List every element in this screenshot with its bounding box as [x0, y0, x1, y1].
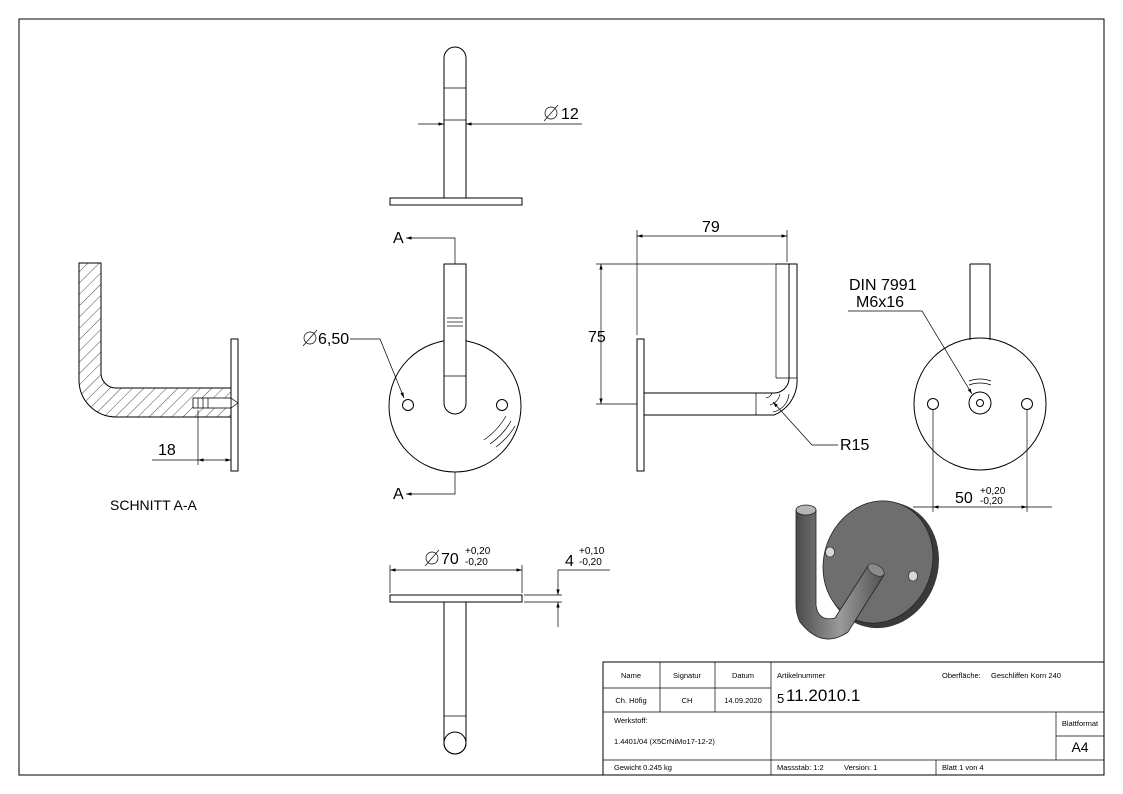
dim-18: 18	[158, 442, 176, 459]
dim-50-tol-minus: -0,20	[980, 496, 1003, 507]
top-view: 12	[389, 46, 582, 206]
section-marker-bottom: A	[393, 486, 404, 503]
title-block: Name Signatur Datum Ch. Höfig CH 14.09.2…	[602, 661, 1105, 776]
tb-signature: CH	[682, 696, 693, 705]
side-view: 79 75 R15	[588, 219, 869, 472]
din-label: DIN 7991	[849, 277, 917, 294]
tb-col-date: Datum	[732, 671, 754, 680]
bottom-view: 70 +0,20 -0,20 4 +0,10 -0,20	[389, 546, 610, 755]
dim-t4-tol-plus: +0,10	[579, 546, 605, 557]
isometric-render	[795, 500, 939, 640]
tb-surface-value: Geschliffen Korn 240	[991, 671, 1061, 680]
rear-view: DIN 7991 M6x16 50 +0,20 -0,20	[848, 263, 1052, 512]
dim-50-tol-plus: +0,20	[980, 486, 1006, 497]
front-view: A A 6,50	[302, 230, 522, 503]
tb-article-number: 11.2010.1	[786, 686, 860, 705]
tb-col-name: Name	[621, 671, 641, 680]
dim-r15: R15	[840, 437, 869, 454]
tb-material-value: 1.4401/04 (X5CrNiMo17-12-2)	[614, 737, 715, 746]
tb-weight: Gewicht 0.245 kg	[614, 763, 672, 772]
section-view: 18 SCHNITT A-A	[78, 262, 239, 513]
tb-version: Version: 1	[844, 763, 877, 772]
tb-scale: Massstab: 1:2	[777, 763, 824, 772]
dim-d650: 6,50	[318, 331, 349, 348]
tb-col-signature: Signatur	[673, 671, 701, 680]
tb-surface-label: Oberfläche:	[942, 671, 981, 680]
dim-d70-tol-plus: +0,20	[465, 546, 491, 557]
tb-article-prefix: 5	[777, 691, 784, 706]
dim-50: 50	[955, 490, 973, 507]
dim-79: 79	[702, 219, 720, 236]
dim-t4: 4	[565, 553, 574, 570]
section-marker-top: A	[393, 230, 404, 247]
section-label: SCHNITT A-A	[110, 497, 198, 513]
screw-label: M6x16	[856, 294, 904, 311]
tb-date: 14.09.2020	[724, 696, 762, 705]
dim-d70: 70	[441, 551, 459, 568]
tb-sheet: Blatt 1 von 4	[942, 763, 984, 772]
dim-d70-tol-minus: -0,20	[465, 557, 488, 568]
sheet-border	[18, 18, 1105, 776]
dim-75: 75	[588, 329, 606, 346]
dim-d12: 12	[561, 106, 579, 123]
tb-name: Ch. Höfig	[615, 696, 646, 705]
tb-material-label: Werkstoff:	[614, 716, 647, 725]
tb-format-label: Blattformat	[1062, 719, 1099, 728]
dim-t4-tol-minus: -0,20	[579, 557, 602, 568]
tb-format-value: A4	[1071, 739, 1088, 755]
tb-article-label: Artikelnummer	[777, 671, 826, 680]
